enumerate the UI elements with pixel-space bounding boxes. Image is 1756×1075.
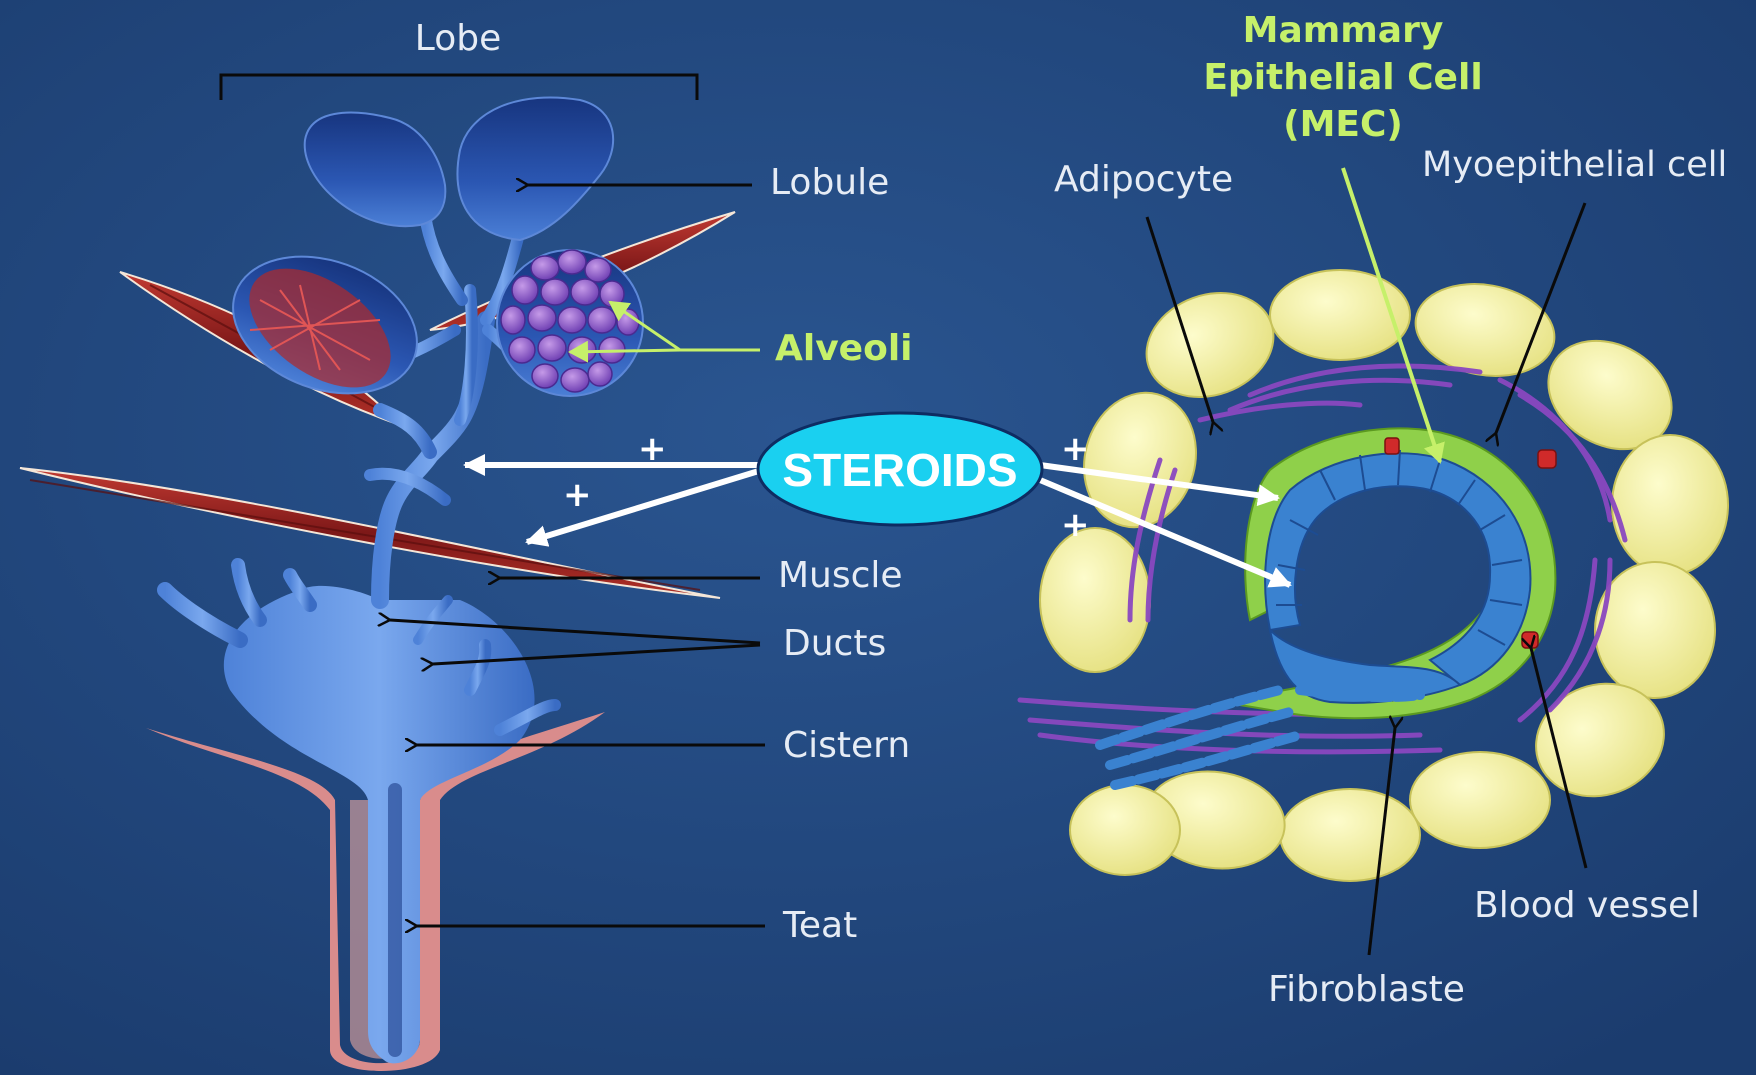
muscle-label: Muscle (778, 558, 903, 594)
fibroblaste-label: Fibroblaste (1268, 972, 1465, 1008)
myoepithelial-cell-label: Myoepithelial cell (1422, 148, 1727, 183)
cistern-label: Cistern (783, 728, 910, 764)
plus-sign-fibroblasts: + (1061, 432, 1090, 466)
lobule-label: Lobule (770, 165, 889, 201)
mec-label-line-3: (MEC) (1203, 102, 1482, 149)
plus-sign-muscle: + (563, 478, 592, 512)
plus-sign-ducts: + (638, 432, 667, 466)
blood-vessel-label: Blood vessel (1474, 888, 1700, 924)
mec-label-line-2: Epithelial Cell (1203, 55, 1482, 102)
steroids-label: STEROIDS (758, 447, 1042, 493)
plus-sign-epithelium: + (1061, 508, 1090, 542)
adipocyte-label: Adipocyte (1054, 162, 1233, 198)
mec-label-line-1: Mammary (1203, 8, 1482, 55)
teat-label: Teat (783, 908, 857, 944)
alveoli-label: Alveoli (775, 331, 913, 367)
mec-label: Mammary Epithelial Cell (MEC) (1203, 8, 1482, 148)
ducts-label: Ducts (783, 626, 886, 662)
lobe-label: Lobe (415, 21, 501, 57)
